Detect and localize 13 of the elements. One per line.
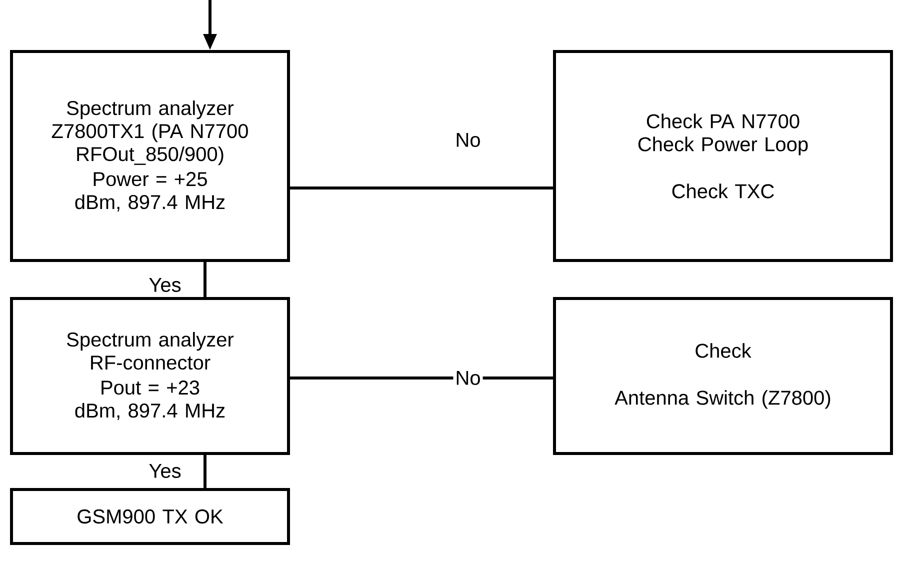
edge-label: No	[453, 131, 483, 149]
connector-line	[290, 186, 553, 190]
process-box: Spectrum analyzer RF-connector Pout = +23 dBm, 897.4 MHz	[10, 297, 290, 455]
process-box: GSM900 TX OK	[10, 488, 290, 545]
process-box: Spectrum analyzer Z7800TX1 (PA N7700 RFOut_850/900) Power = +25 dBm, 897.4 MHz	[10, 50, 290, 262]
edge-label: Yes	[146, 276, 184, 294]
connector-line	[290, 376, 553, 380]
process-box: Check Antenna Switch (Z7800)	[553, 297, 893, 455]
edge-label: Yes	[146, 462, 184, 480]
edge-label: No	[453, 369, 483, 387]
process-box: Check PA N7700 Check Power Loop Check TXC	[553, 50, 893, 262]
connector-line	[204, 262, 206, 297]
connector-line	[204, 455, 206, 488]
